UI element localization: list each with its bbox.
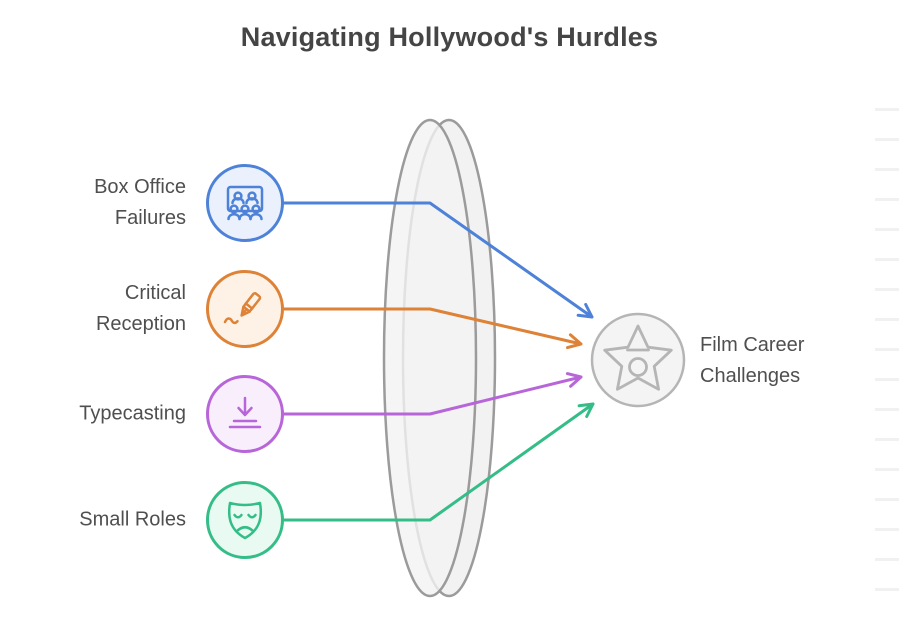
icon-circle-small-roles	[206, 481, 284, 559]
lens-shape	[382, 118, 497, 598]
arrow-small-roles	[281, 402, 595, 522]
label-small-roles: Small Roles	[79, 508, 186, 531]
pen-writing-icon	[223, 292, 262, 325]
star-icon	[603, 324, 673, 391]
target-circle	[590, 312, 686, 408]
icon-circle-typecasting	[206, 375, 284, 453]
arrow-box-office	[281, 201, 594, 319]
icon-circle-box-office	[206, 164, 284, 242]
edge-tick-marks	[875, 108, 899, 608]
target-emblem	[590, 312, 686, 408]
label-typecasting: Typecasting	[79, 402, 186, 425]
icon-circle-critical-reception	[206, 270, 284, 348]
star-center-dot	[628, 357, 648, 377]
arrow-typecasting	[281, 372, 583, 416]
page-title: Navigating Hollywood's Hurdles	[240, 22, 659, 52]
lens-front-ellipse	[382, 118, 478, 598]
label-film-career-challenges: Film Career Challenges	[700, 334, 805, 387]
label-critical-reception: Critical Reception	[95, 282, 186, 335]
star-outline	[603, 324, 673, 391]
audience-screen-icon	[226, 185, 264, 221]
label-box-office-failures: Box Office Failures	[94, 176, 186, 229]
arrow-critical-reception	[281, 307, 583, 350]
download-arrow-icon	[228, 396, 262, 429]
arrow-group	[281, 201, 595, 522]
tragedy-mask-icon	[227, 501, 263, 540]
